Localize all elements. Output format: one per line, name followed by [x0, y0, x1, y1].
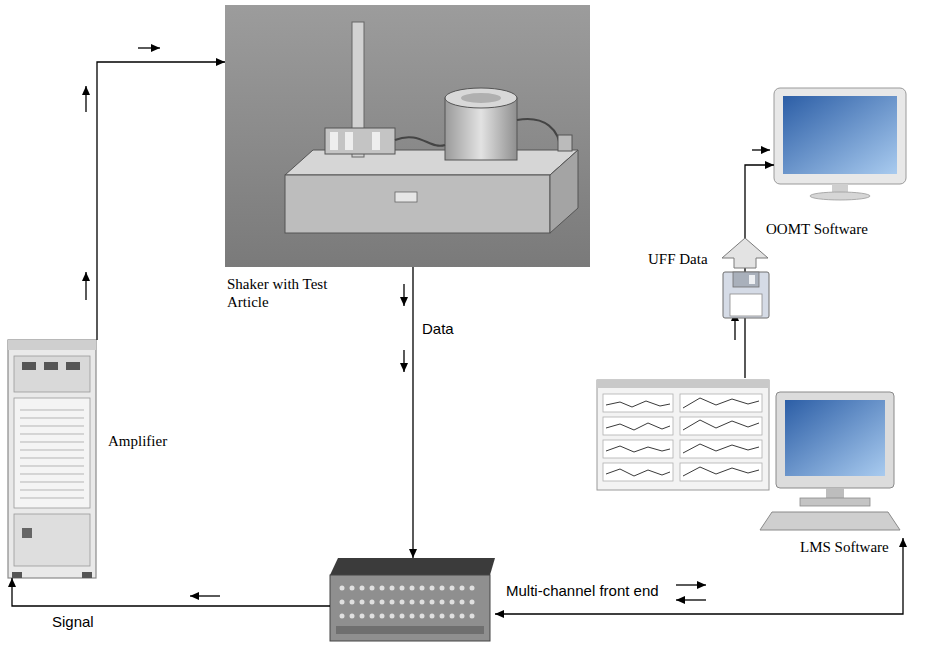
connector-line	[495, 538, 903, 614]
edge-label: Signal	[50, 613, 96, 631]
connector-line	[412, 267, 413, 558]
node-label: OOMT Software	[766, 220, 868, 238]
connector-line	[12, 578, 330, 606]
front-end-node: Multi-channel front end	[330, 558, 495, 641]
node-label: Shaker with Test Article	[227, 275, 352, 311]
shaker-node: Shaker with Test Article	[225, 5, 590, 267]
lms-node: LMS Software	[597, 378, 907, 538]
front-end-unit	[330, 558, 495, 641]
oomt-node: OOMT Software	[774, 88, 906, 198]
edge-label: Data	[420, 320, 456, 338]
node-label: Amplifier	[108, 432, 167, 450]
floppy-disk	[722, 238, 769, 318]
edge-label: UFF Data	[646, 250, 710, 268]
shaker-illustration	[225, 5, 590, 267]
direction-arrows	[86, 48, 770, 600]
node-label: LMS Software	[800, 538, 889, 556]
lms-workstation	[597, 380, 900, 530]
oomt-monitor	[774, 88, 906, 200]
connector-line	[97, 62, 225, 340]
node-label: Multi-channel front end	[506, 582, 659, 600]
amplifier-node: Amplifier	[8, 340, 96, 578]
amplifier-rack	[8, 340, 96, 578]
